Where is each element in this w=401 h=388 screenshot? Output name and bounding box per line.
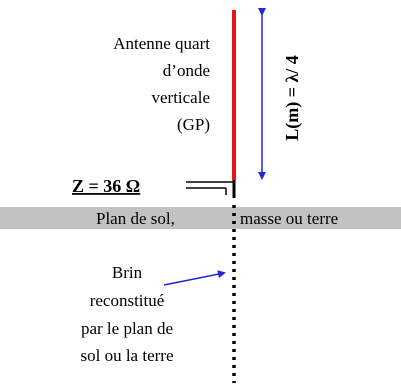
ground-label-left: Plan de sol,: [96, 209, 175, 228]
ground-label-right: masse ou terre: [240, 209, 338, 228]
impedance-label: Z = 36 Ω: [72, 176, 140, 196]
antenna-label-line3: verticale: [151, 88, 210, 107]
antenna-label-line4: (GP): [177, 115, 210, 134]
antenna-label-line2: d’onde: [163, 61, 210, 80]
image-label-line1: Brin: [112, 263, 143, 282]
image-label-line3: par le plan de: [81, 319, 173, 338]
image-label-line4: sol ou la terre: [81, 346, 174, 365]
length-label: L(m) = λ/ 4: [282, 55, 303, 141]
pointer-arrow: [163, 270, 226, 286]
ground-plane: [0, 207, 401, 229]
antenna-label-line1: Antenne quart: [113, 34, 210, 53]
image-label-line2: reconstitué: [90, 291, 165, 310]
